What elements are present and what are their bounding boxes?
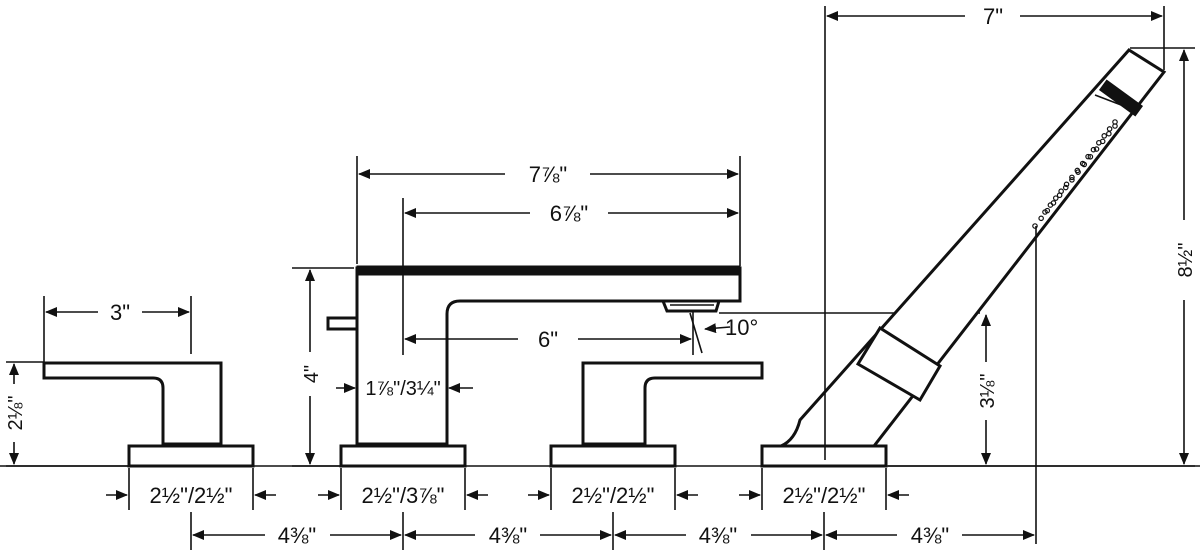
right-handle xyxy=(549,361,764,468)
spout-angle-label: 10° xyxy=(725,315,758,340)
spout-body-label: 1⅞"/3¼" xyxy=(365,378,440,400)
spray-hole xyxy=(1062,184,1069,191)
spout xyxy=(326,265,742,468)
spacing-1-label: 4⅜" xyxy=(278,523,316,548)
spout-clearance-label: 6" xyxy=(538,327,558,352)
spout-height-label: 4" xyxy=(301,365,323,383)
spray-hole xyxy=(1044,207,1051,214)
spacing-2-label: 4⅜" xyxy=(489,523,527,548)
base-3-label: 2½"/2½" xyxy=(572,483,655,508)
spray-hole xyxy=(1056,192,1063,199)
holder-height-label: 3⅛" xyxy=(977,374,999,409)
spray-hole xyxy=(1081,161,1088,168)
spray-hole xyxy=(1087,153,1094,160)
spray-hole xyxy=(1052,195,1059,201)
spray-holes xyxy=(1032,119,1118,229)
handshower-width-label: 7" xyxy=(983,4,1003,29)
base-dimensions: 2½"/2½" 2½"/3⅞" 2½"/2½" 2½"/2½" xyxy=(106,468,909,510)
spray-hole xyxy=(1099,138,1106,145)
handle-height-label: 2⅛" xyxy=(5,396,27,431)
base-4-label: 2½"/2½" xyxy=(783,483,866,508)
handshower-height-label: 8½" xyxy=(1175,243,1197,278)
spray-hole xyxy=(1038,215,1044,222)
spout-reach-label: 6⅞" xyxy=(550,201,588,226)
spacing-dimensions: 4⅜" 4⅜" 4⅜" 4⅜" xyxy=(190,512,1035,550)
spray-hole xyxy=(1101,133,1108,139)
spray-hole xyxy=(1093,146,1100,152)
spout-length-label: 7⅞" xyxy=(529,162,567,187)
base-1-label: 2½"/2½" xyxy=(150,483,233,508)
spray-hole xyxy=(1106,126,1113,132)
spray-hole xyxy=(1063,181,1070,188)
handle-width-label: 3" xyxy=(110,300,130,325)
spacing-4-label: 4⅜" xyxy=(911,523,949,548)
spray-hole xyxy=(1075,169,1081,175)
spray-hole xyxy=(1112,119,1118,125)
spray-hole xyxy=(1090,146,1097,153)
base-2-label: 2½"/3⅞" xyxy=(362,483,445,508)
spray-hole xyxy=(1069,174,1075,181)
spray-hole xyxy=(1050,200,1057,206)
spray-hole xyxy=(1032,223,1038,229)
left-handle xyxy=(42,361,255,468)
hand-shower xyxy=(760,48,1167,468)
spray-hole xyxy=(1085,153,1091,160)
spacing-3-label: 4⅜" xyxy=(699,523,737,548)
spray-hole xyxy=(1069,177,1075,183)
